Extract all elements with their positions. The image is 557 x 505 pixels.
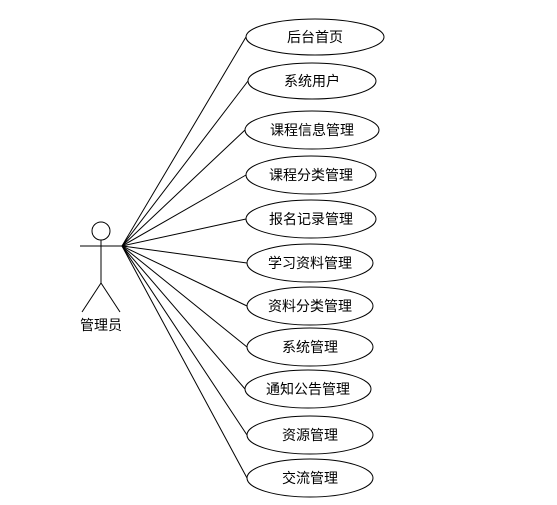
association-line-9 [121, 245, 246, 390]
association-line-11 [121, 245, 248, 479]
association-line-3 [121, 129, 246, 247]
use-case-11-label: 交流管理 [282, 470, 338, 487]
actor-left-leg [81, 282, 102, 313]
use-case-6-ellipse [246, 243, 374, 283]
association-line-7 [121, 245, 248, 307]
use-case-5-label: 报名记录管理 [269, 212, 353, 228]
use-case-9-ellipse [244, 369, 372, 409]
use-case-8-label: 系统管理 [282, 340, 338, 356]
use-case-10-ellipse [246, 415, 374, 455]
use-case-4: 课程分类管理 [245, 155, 377, 195]
use-case-8-ellipse [246, 327, 374, 367]
association-line-1 [121, 36, 247, 247]
use-case-5-ellipse [245, 199, 377, 239]
actor-right-leg [100, 282, 121, 313]
use-case-8: 系统管理 [246, 327, 374, 367]
use-case-1-label: 后台首页 [287, 30, 343, 46]
use-case-7-ellipse [246, 286, 374, 326]
use-case-9-label: 通知公告管理 [266, 381, 350, 398]
use-case-3-ellipse [244, 110, 380, 150]
use-case-6: 学习资料管理 [246, 243, 374, 283]
use-case-2-label: 系统用户 [284, 73, 340, 90]
use-case-4-label: 课程分类管理 [269, 168, 353, 184]
use-case-3: 课程信息管理 [244, 110, 380, 150]
use-case-1: 后台首页 [245, 18, 385, 56]
association-line-10 [121, 245, 248, 436]
actor-label: 管理员 [80, 318, 122, 334]
association-lines [121, 36, 249, 479]
association-line-5 [121, 218, 247, 247]
association-line-2 [121, 80, 249, 247]
use-case-6-label: 学习资料管理 [268, 256, 352, 272]
use-case-7: 资料分类管理 [246, 286, 374, 326]
use-case-11: 交流管理 [246, 458, 374, 498]
use-case-9: 通知公告管理 [244, 369, 372, 409]
use-case-1-ellipse [245, 18, 385, 56]
association-line-8 [121, 245, 248, 348]
actor-head [91, 221, 111, 241]
use-case-list: 后台首页系统用户课程信息管理课程分类管理报名记录管理学习资料管理资料分类管理系统… [244, 18, 385, 498]
use-case-10-label: 资源管理 [282, 428, 338, 444]
use-case-3-label: 课程信息管理 [270, 122, 354, 139]
use-case-10: 资源管理 [246, 415, 374, 455]
use-case-7-label: 资料分类管理 [268, 299, 352, 315]
use-case-2-ellipse [247, 62, 377, 100]
actor-admin: 管理员 [80, 221, 122, 334]
association-line-4 [121, 174, 247, 247]
association-line-6 [121, 245, 248, 264]
use-case-4-ellipse [245, 155, 377, 195]
use-case-2: 系统用户 [247, 62, 377, 100]
use-case-5: 报名记录管理 [245, 199, 377, 239]
use-case-11-ellipse [246, 458, 374, 498]
